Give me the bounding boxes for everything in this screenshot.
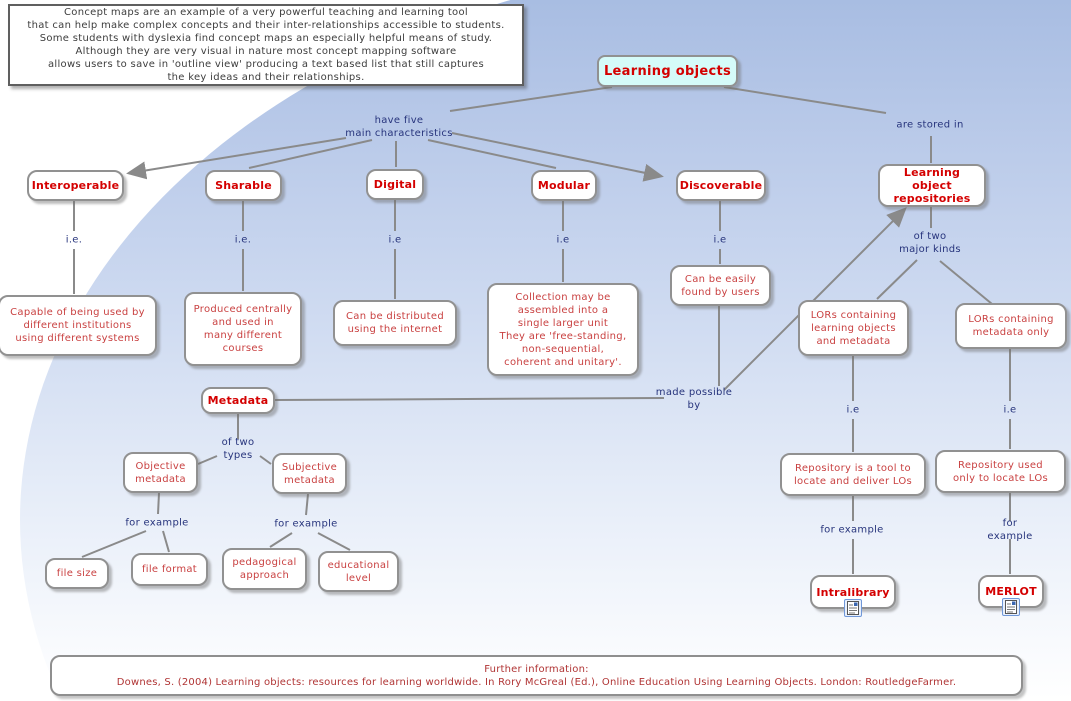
citation-text: Downes, S. (2004) Learning objects: reso… — [116, 676, 957, 688]
node-modular[interactable]: Modular — [531, 170, 597, 201]
link-for-example-intralibrary: for example — [820, 524, 884, 536]
connector — [157, 492, 160, 515]
node-merlot[interactable]: MERLOT — [978, 575, 1044, 616]
node-capable-of-being-used[interactable]: Capable of being used by different insti… — [0, 295, 157, 356]
node-interoperable[interactable]: Interoperable — [27, 170, 124, 201]
node-file-format[interactable]: file format — [131, 553, 208, 586]
connector — [427, 139, 557, 169]
link-ie-sharable: i.e. — [234, 234, 252, 246]
link-ie-digital: i.e — [388, 234, 402, 246]
link-have-five-main-characteristics: have five main characteristics — [345, 115, 453, 139]
link-ie-interoperable: i.e. — [65, 234, 83, 246]
link-for-example-merlot: for example — [987, 518, 1033, 542]
node-can-be-distributed[interactable]: Can be distributed using the internet — [333, 300, 457, 346]
connector — [451, 132, 664, 182]
connector — [269, 532, 293, 548]
node-discoverable[interactable]: Discoverable — [676, 170, 766, 201]
connector — [81, 530, 147, 558]
connector — [162, 530, 170, 553]
connector — [197, 455, 218, 465]
connector — [317, 532, 351, 551]
resource-icon[interactable] — [844, 599, 862, 617]
connector — [274, 397, 665, 401]
node-learning-object-repositories[interactable]: Learning object repositories — [878, 164, 986, 207]
link-ie-lors-metadata-only: i.e — [1003, 404, 1017, 416]
node-can-be-easily-found[interactable]: Can be easily found by users — [670, 265, 771, 306]
resource-page-glyph — [847, 601, 859, 615]
node-repository-tool[interactable]: Repository is a tool to locate and deliv… — [780, 453, 926, 496]
connector — [305, 493, 309, 516]
resource-page-glyph — [1005, 600, 1017, 614]
link-made-possible-by: made possible by — [655, 387, 733, 411]
node-pedagogical-approach[interactable]: pedagogical approach — [222, 548, 307, 590]
link-for-example-subjective: for example — [274, 518, 338, 530]
connector — [876, 259, 918, 300]
connector — [259, 455, 272, 465]
further-information-box: Further information: Downes, S. (2004) L… — [50, 655, 1023, 696]
node-objective-metadata[interactable]: Objective metadata — [123, 452, 198, 493]
node-collection-assembled[interactable]: Collection may be assembled into a singl… — [487, 283, 639, 376]
further-information-title: Further information: — [484, 663, 589, 675]
node-label: Intralibrary — [816, 585, 890, 599]
connector — [939, 260, 993, 305]
link-of-two-major-kinds: of two major kinds — [899, 231, 961, 255]
link-are-stored-in: are stored in — [896, 119, 964, 131]
node-file-size[interactable]: file size — [45, 558, 109, 589]
link-for-example-objective: for example — [125, 517, 189, 529]
link-of-two-types: of two types — [221, 437, 255, 461]
node-intralibrary[interactable]: Intralibrary — [810, 575, 896, 617]
node-learning-objects[interactable]: Learning objects — [597, 55, 738, 87]
node-subjective-metadata[interactable]: Subjective metadata — [272, 453, 347, 494]
node-label: MERLOT — [985, 585, 1037, 598]
connector — [126, 137, 347, 180]
node-metadata[interactable]: Metadata — [201, 387, 275, 414]
node-lors-learning-objects-metadata[interactable]: LORs containing learning objects and met… — [798, 300, 909, 356]
intro-text-box: Concept maps are an example of a very po… — [8, 4, 524, 86]
node-sharable[interactable]: Sharable — [205, 170, 282, 201]
link-ie-modular: i.e — [556, 234, 570, 246]
node-produced-centrally[interactable]: Produced centrally and used in many diff… — [184, 292, 302, 366]
link-ie-discoverable: i.e — [713, 234, 727, 246]
resource-icon[interactable] — [1002, 598, 1020, 616]
node-lors-metadata-only[interactable]: LORs containing metadata only — [955, 303, 1067, 349]
link-ie-lors-learning-objects: i.e — [846, 404, 860, 416]
node-digital[interactable]: Digital — [366, 169, 424, 200]
connector — [248, 139, 373, 169]
connector — [449, 86, 613, 112]
node-repository-locate[interactable]: Repository used only to locate LOs — [935, 450, 1066, 493]
connector — [723, 86, 887, 114]
node-educational-level[interactable]: educational level — [318, 551, 399, 592]
